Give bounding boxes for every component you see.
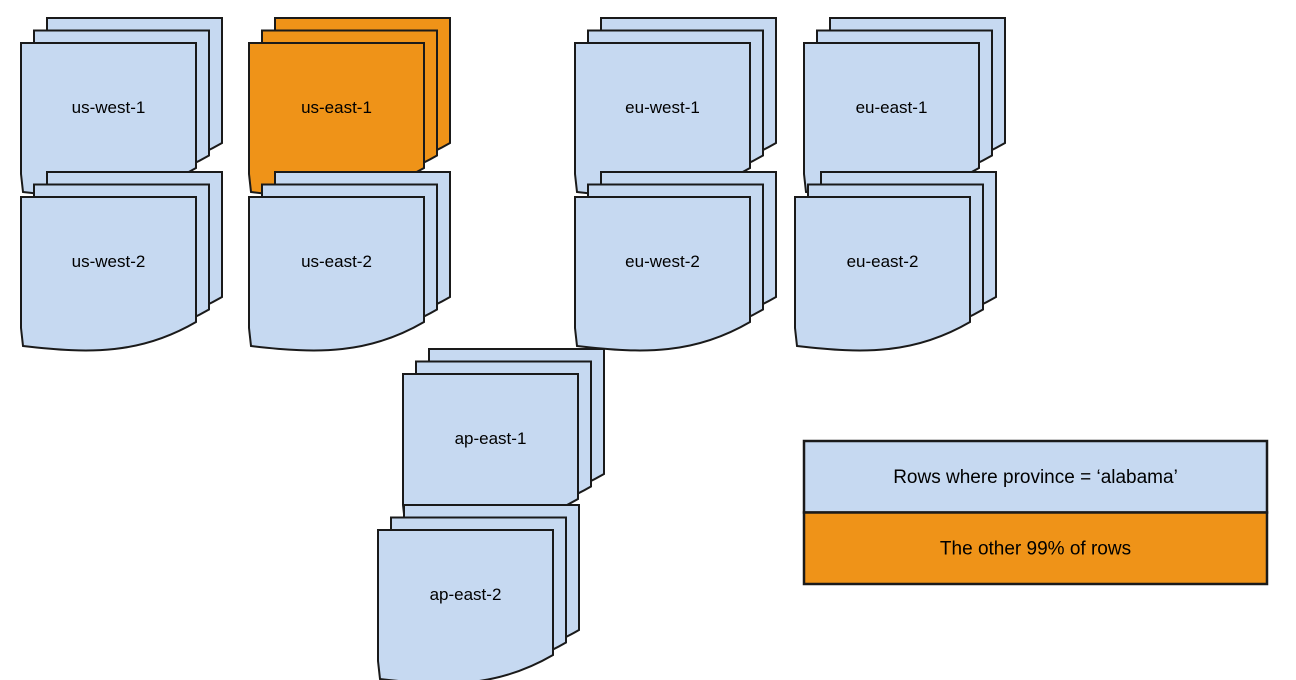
- stack-label-ap-east-2: ap-east-2: [430, 585, 502, 604]
- document-sheet-front: [794, 196, 971, 352]
- stack-label-eu-east-2: eu-east-2: [847, 252, 919, 271]
- stack-label-us-west-1: us-west-1: [72, 98, 146, 117]
- stack-label-us-west-2: us-west-2: [72, 252, 146, 271]
- document-stack-eu-east-1[interactable]: eu-east-1: [803, 17, 1006, 198]
- stack-label-eu-west-1: eu-west-1: [625, 98, 700, 117]
- document-stack-eu-west-2[interactable]: eu-west-2: [574, 171, 777, 352]
- document-stack-us-east-1[interactable]: us-east-1: [248, 17, 451, 198]
- stack-label-eu-east-1: eu-east-1: [856, 98, 928, 117]
- legend-label-legend-blue: Rows where province = ‘alabama’: [893, 467, 1178, 488]
- document-stack-us-east-2[interactable]: us-east-2: [248, 171, 451, 352]
- document-sheet-front: [248, 196, 425, 352]
- document-sheet-front: [574, 196, 751, 352]
- document-stack-ap-east-1[interactable]: ap-east-1: [402, 348, 605, 529]
- stack-label-us-east-2: us-east-2: [301, 252, 372, 271]
- document-stack-eu-west-1[interactable]: eu-west-1: [574, 17, 777, 198]
- stack-label-eu-west-2: eu-west-2: [625, 252, 700, 271]
- document-stack-eu-east-2[interactable]: eu-east-2: [794, 171, 997, 352]
- stack-label-ap-east-1: ap-east-1: [455, 429, 527, 448]
- document-sheet-front: [377, 529, 554, 680]
- legend: Rows where province = ‘alabama’ The other…: [802, 439, 1269, 586]
- document-stack-ap-east-2[interactable]: ap-east-2: [377, 504, 580, 680]
- document-stack-us-west-1[interactable]: us-west-1: [20, 17, 223, 198]
- legend-swatch-legend-orange: [802, 511, 1269, 586]
- legend-label-legend-orange: The other 99% of rows: [940, 538, 1131, 559]
- document-stack-us-west-2[interactable]: us-west-2: [20, 171, 223, 352]
- stack-label-us-east-1: us-east-1: [301, 98, 372, 117]
- stacks-layer: us-west-1 us-east-1 eu-west-1 eu-east-1 us-w…: [20, 17, 1006, 680]
- document-sheet-front: [20, 196, 197, 352]
